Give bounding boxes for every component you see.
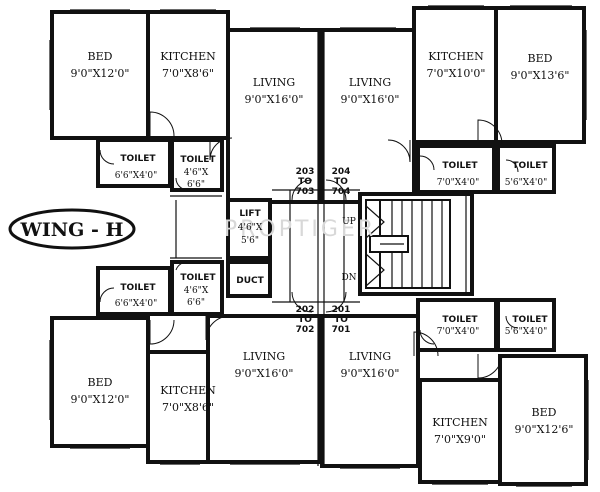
tl-bed-room xyxy=(50,10,150,140)
br-kitchen-room xyxy=(418,378,502,484)
windows xyxy=(49,5,589,487)
tr-toilet-size: 7'0"X4'0" xyxy=(437,178,480,188)
tr-bed-size: 9'0"X13'6" xyxy=(511,69,570,82)
tl-kitchen-name: KITCHEN xyxy=(160,50,216,63)
bl-toilet2-size2: 6'6" xyxy=(187,298,205,308)
stair-down-arrow xyxy=(365,253,385,287)
tl-living-size: 9'0"X16'0" xyxy=(245,93,304,106)
br-toilet2-name: TOILET xyxy=(512,315,548,325)
br-kitchen-size: 7'0"X9'0" xyxy=(434,433,486,446)
tr-toilet2-name: TOILET xyxy=(512,161,548,171)
tr-kitchen-name: KITCHEN xyxy=(428,50,484,63)
tr-living-size: 9'0"X16'0" xyxy=(341,93,400,106)
bl-toilet-name: TOILET xyxy=(120,283,156,293)
bl-toilet2-room xyxy=(170,260,224,316)
unit-203-to: TO xyxy=(298,177,312,187)
duct-shaft xyxy=(226,260,272,298)
bl-toilet2-size1: 4'6"X xyxy=(184,286,209,296)
bl-bed-size: 9'0"X12'0" xyxy=(71,393,130,406)
bl-kitchen-room xyxy=(146,350,210,464)
bl-kitchen-size: 7'0"X8'6" xyxy=(162,401,214,414)
bl-toilet-size: 6'6"X4'0" xyxy=(115,299,158,309)
unit-201-a: 201 xyxy=(332,305,351,315)
entry-door-201 xyxy=(325,291,347,313)
unit-202-b: 702 xyxy=(296,325,315,335)
br-kitchen-name: KITCHEN xyxy=(432,416,488,429)
entry-door-202 xyxy=(291,291,313,313)
br-toilet2-size: 5'6"X4'0" xyxy=(505,327,548,337)
tr-toilet-name: TOILET xyxy=(442,161,478,171)
bl-kitchen-name: KITCHEN xyxy=(160,384,216,397)
entry-door-204 xyxy=(325,179,347,201)
unit-204-a: 204 xyxy=(332,167,351,177)
unit-201-to: TO xyxy=(334,315,348,325)
tl-toilet2-size1: 4'6"X xyxy=(184,168,209,178)
br-living-name: LIVING xyxy=(349,350,391,363)
duct-name: DUCT xyxy=(236,276,264,286)
tl-toilet2-size2: 6'6" xyxy=(187,180,205,190)
bl-living-name: LIVING xyxy=(243,350,285,363)
unit-204-to: TO xyxy=(334,177,348,187)
bl-living-size: 9'0"X16'0" xyxy=(235,367,294,380)
tr-living-room xyxy=(320,28,416,204)
tl-bed-size: 9'0"X12'0" xyxy=(71,67,130,80)
unit-201-b: 701 xyxy=(332,325,351,335)
br-toilet-room xyxy=(416,298,498,352)
lift-size2: 5'6" xyxy=(241,236,259,246)
unit-203-b: 703 xyxy=(296,187,315,197)
tl-toilet-size: 6'6"X4'0" xyxy=(115,171,158,181)
bl-bed-name: BED xyxy=(88,376,113,389)
unit-203-a: 203 xyxy=(296,167,315,177)
watermark: PROPTIGER xyxy=(224,217,376,242)
lift-shaft xyxy=(226,198,272,260)
tl-toilet-name: TOILET xyxy=(120,154,156,164)
tr-toilet2-room xyxy=(496,144,556,194)
unit-202-a: 202 xyxy=(296,305,315,315)
tl-kitchen-size: 7'0"X8'6" xyxy=(162,67,214,80)
tr-living-name: LIVING xyxy=(349,76,391,89)
tr-kitchen-room xyxy=(412,6,498,144)
stair-up-arrow xyxy=(365,205,385,239)
tl-living-room xyxy=(226,28,322,204)
br-toilet-size: 7'0"X4'0" xyxy=(437,327,480,337)
bl-living-room xyxy=(206,314,322,464)
bl-bed-room xyxy=(50,316,150,448)
lift-size1: 4'6"X xyxy=(238,223,263,233)
br-living-size: 9'0"X16'0" xyxy=(341,367,400,380)
staircase xyxy=(365,199,451,289)
wing-label: WING - H xyxy=(20,219,124,241)
tr-kitchen-size: 7'0"X10'0" xyxy=(427,67,486,80)
br-bed-size: 9'0"X12'6" xyxy=(515,423,574,436)
lift-name: LIFT xyxy=(239,209,261,219)
tl-bed-name: BED xyxy=(88,50,113,63)
unit-202-to: TO xyxy=(298,315,312,325)
br-toilet2-room xyxy=(496,298,556,352)
tr-bed-name: BED xyxy=(528,52,553,65)
entry-door-203 xyxy=(291,179,313,201)
br-bed-room xyxy=(498,354,588,486)
wing-label-oval xyxy=(8,208,136,250)
tl-toilet2-name: TOILET xyxy=(180,155,216,165)
bl-toilet2-name: TOILET xyxy=(180,273,216,283)
tl-living-name: LIVING xyxy=(253,76,295,89)
unit-204-b: 704 xyxy=(332,187,351,197)
stair-up-label: UP xyxy=(342,217,356,227)
door-swings xyxy=(99,111,519,379)
tr-toilet2-size: 5'6"X4'0" xyxy=(505,178,548,188)
tr-bed-room xyxy=(494,6,586,144)
br-toilet-name: TOILET xyxy=(442,315,478,325)
br-living-room xyxy=(320,314,420,468)
stair-down-label: DN xyxy=(341,273,356,283)
br-bed-name: BED xyxy=(532,406,557,419)
